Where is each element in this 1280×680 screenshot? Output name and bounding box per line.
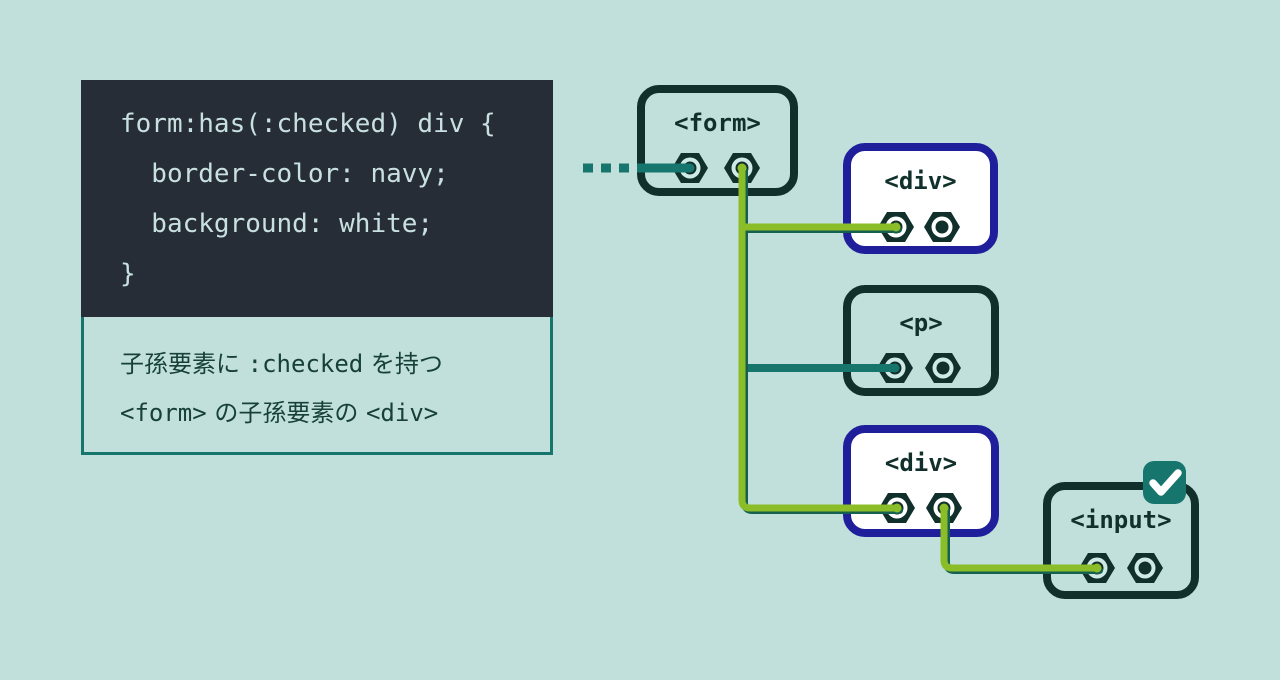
caption-line: 子孫要素に :checked を持つ bbox=[120, 340, 550, 389]
caption-code-segment: <div> bbox=[365, 399, 439, 427]
node-div-1-label: <div> bbox=[884, 167, 957, 195]
node-p: <p> bbox=[843, 285, 999, 396]
caption-text-segment: 子孫要素に bbox=[120, 350, 248, 378]
node-form-label: <form> bbox=[674, 109, 761, 137]
node-form: <form> bbox=[637, 85, 798, 196]
caption-code-segment: <form> bbox=[120, 399, 207, 427]
code-line: form:has(:checked) div { bbox=[120, 109, 496, 139]
selector-card: form:has(:checked) div { border-color: n… bbox=[81, 80, 553, 455]
node-div-2-label: <div> bbox=[884, 449, 958, 477]
css-code-block: form:has(:checked) div { border-color: n… bbox=[81, 80, 553, 317]
caption-code-segment: :checked bbox=[247, 350, 364, 378]
node-input: <input> bbox=[1043, 482, 1199, 599]
node-div-1: <div> bbox=[843, 143, 998, 254]
node-p-label: <p> bbox=[899, 309, 943, 337]
code-line: } bbox=[120, 259, 136, 289]
node-div-2: <div> bbox=[843, 425, 999, 537]
code-line: border-color: navy; bbox=[120, 159, 449, 189]
caption-line: <form> の子孫要素の <div> bbox=[120, 389, 550, 438]
selector-caption: 子孫要素に :checked を持つ<form> の子孫要素の <div> bbox=[81, 317, 553, 455]
node-input-label: <input> bbox=[1070, 506, 1172, 534]
code-line: background: white; bbox=[120, 209, 434, 239]
caption-text-segment: を持つ bbox=[363, 350, 443, 378]
caption-text-segment: の子孫要素の bbox=[206, 399, 366, 427]
